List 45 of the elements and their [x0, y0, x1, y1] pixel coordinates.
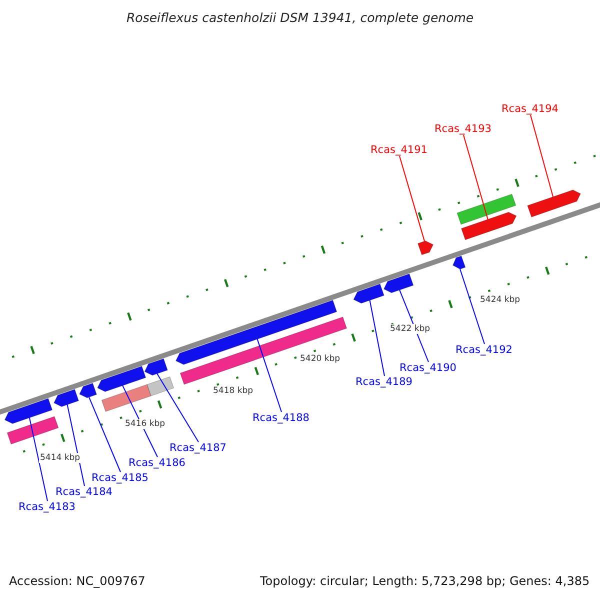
gene-block — [176, 300, 338, 365]
leader-line — [463, 134, 488, 220]
scale-label: 5420 kbp — [299, 354, 342, 364]
leader-line — [399, 290, 429, 362]
gene-block — [527, 190, 581, 218]
scale-label: 5416 kbp — [124, 419, 166, 429]
gene-label: Rcas_4185 — [92, 472, 148, 484]
gene-block — [452, 256, 466, 270]
gene-label: Rcas_4188 — [252, 412, 310, 424]
title: Roseiflexus castenholzii DSM 13941, complete genome — [126, 10, 474, 25]
gene-block — [144, 358, 168, 376]
gene-block — [97, 366, 146, 392]
leader-line — [28, 417, 48, 502]
genome-summary: Topology: circular; Length: 5,723,298 bp; Genes: 4,385 — [259, 574, 591, 588]
gene-label: Rcas_4192 — [456, 344, 512, 356]
gene-label: Rcas_4186 — [128, 457, 186, 469]
scale-label: 5424 kbp — [479, 295, 522, 305]
leader-line — [156, 373, 199, 442]
leader-line — [256, 338, 282, 412]
gene-label: Rcas_4193 — [434, 123, 492, 135]
scale-label: 5418 kbp — [212, 386, 254, 396]
gene-label: Rcas_4183 — [18, 501, 76, 513]
gene-block — [54, 389, 79, 407]
gene-label: Rcas_4191 — [370, 144, 428, 156]
scale-label: 5422 kbp — [389, 324, 432, 334]
leader-line — [66, 404, 85, 486]
leader-line — [460, 268, 485, 344]
scale-label: 5414 kbp — [39, 453, 82, 463]
leader-line — [369, 300, 385, 376]
accession-label: Accession: NC_009767 — [8, 574, 146, 588]
gene-label: Rcas_4190 — [400, 362, 456, 374]
leader-line — [399, 156, 425, 242]
gene-block — [4, 398, 53, 424]
gene-label: Rcas_4187 — [170, 442, 226, 454]
leader-line — [88, 396, 121, 472]
gene-label: Rcas_4194 — [502, 103, 558, 115]
gene-label: Rcas_4184 — [56, 486, 112, 498]
gene-block — [353, 284, 384, 304]
gene-block — [418, 240, 434, 256]
gene-block — [384, 274, 414, 294]
gene-block — [79, 382, 97, 398]
leader-line — [122, 385, 158, 458]
gene-label: Rcas_4189 — [356, 376, 412, 388]
gene-block — [461, 212, 517, 240]
leader-line — [530, 114, 554, 198]
